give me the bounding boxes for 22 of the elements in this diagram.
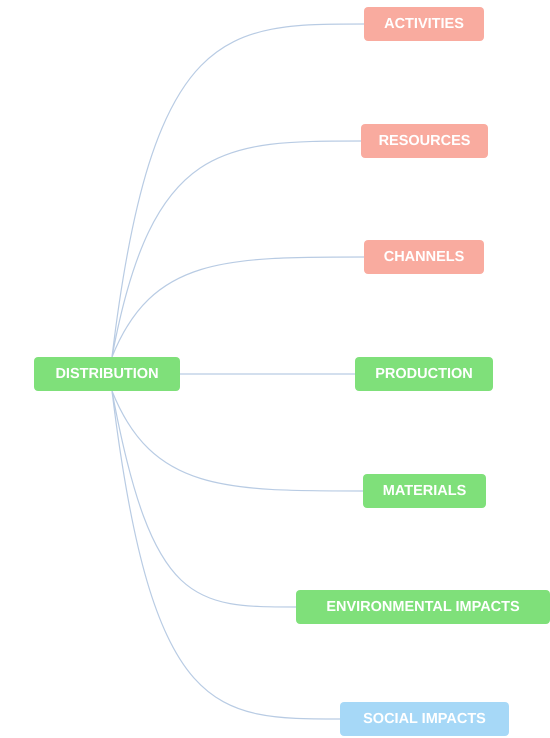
topic-box [364,240,484,274]
connector-line [111,390,340,720]
topic-label: CHANNELS [384,249,464,265]
connector-line [111,140,361,358]
topic-label: PRODUCTION [375,366,473,382]
topic-label: SOCIAL IMPACTS [363,711,486,727]
topic-box [296,590,550,624]
topic-box [364,7,484,41]
topic-box [355,357,493,391]
topic-label: ACTIVITIES [384,16,464,32]
topic-label: ENVIRONMENTAL IMPACTS [326,599,520,615]
topic-box [363,474,486,508]
connector-line [111,23,364,358]
connector-line [180,373,355,375]
topic-box [361,124,488,158]
topic-box [340,702,509,736]
connector-line [111,256,364,358]
topic-box [34,357,180,391]
topic-label: RESOURCES [378,133,470,149]
connector-line [111,390,363,492]
topic-label: DISTRIBUTION [55,366,159,382]
topic-label: MATERIALS [382,483,466,499]
